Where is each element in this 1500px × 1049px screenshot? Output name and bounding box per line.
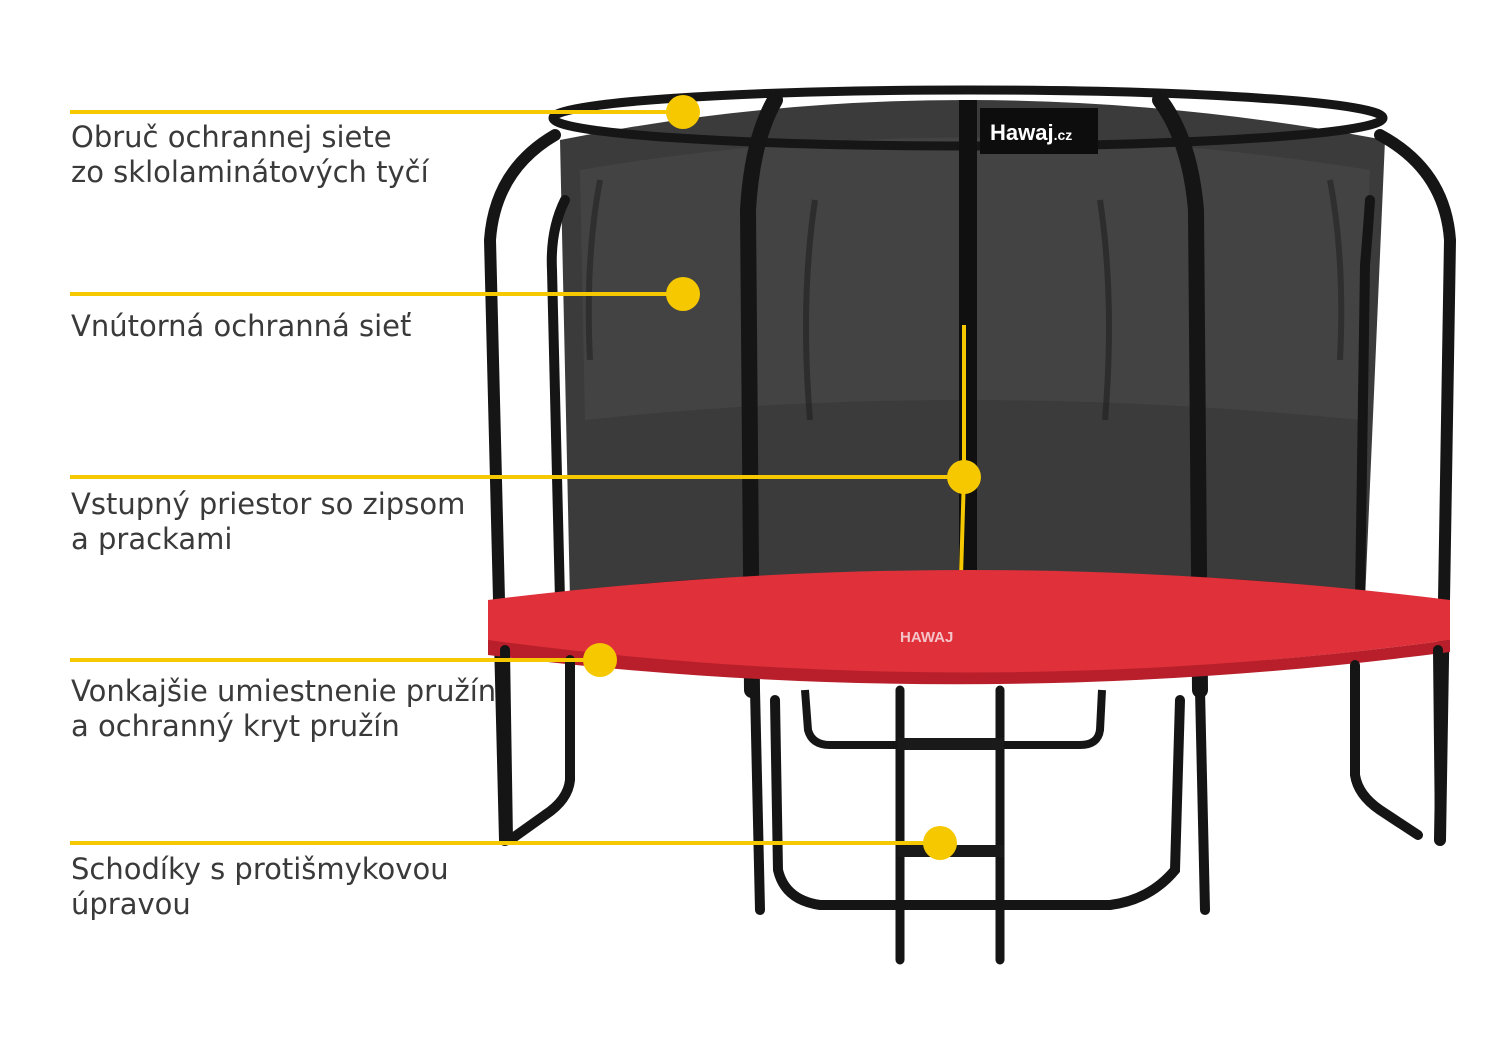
net-fold	[1097, 199, 1112, 421]
callout-dot-entrance	[947, 460, 981, 494]
callout-label-line: Schodíky s protišmykovou	[71, 852, 449, 886]
callout-label-line: Obruč ochrannej siete	[71, 120, 392, 154]
callout-label-net-hoop: Obruč ochrannej siete zo sklolaminátovýc…	[71, 120, 511, 190]
callout-label-inner-net: Vnútorná ochranná sieť	[71, 309, 511, 344]
front-pole-1	[739, 92, 783, 698]
spring-pad-shade	[488, 640, 1450, 685]
outer-pole-left-2	[546, 195, 570, 605]
outer-pole-right-2	[1355, 195, 1375, 605]
callout-dot-springs	[583, 643, 617, 677]
outer-pole-right	[1374, 129, 1457, 846]
callout-label-line: a ochranný kryt pružín	[71, 709, 400, 743]
leg-right	[1350, 645, 1445, 845]
callout-label-springs: Vonkajšie umiestnenie pružín a ochranný …	[71, 674, 503, 744]
callout-label-line: Vonkajšie umiestnenie pružín	[71, 674, 497, 708]
callout-label-ladder: Schodíky s protišmykovou úpravou	[71, 852, 511, 922]
brand-logo: Hawaj.cz	[990, 120, 1072, 145]
trampoline-illustration: Hawaj.cz HAWAJ	[483, 85, 1457, 965]
net-fold	[1327, 179, 1345, 361]
spring-pad	[488, 570, 1450, 674]
callouts	[70, 95, 981, 860]
outer-pole-left	[483, 129, 561, 846]
leg-left	[500, 645, 575, 845]
callout-label-entrance: Vstupný priestor so zipsom a prackami	[71, 487, 511, 557]
base-bar-rear	[801, 689, 1106, 749]
callout-label-line: a prackami	[71, 522, 233, 556]
callout-label-line: Vstupný priestor so zipsom	[71, 487, 466, 521]
leg-center-left	[750, 685, 1185, 915]
leg-center-right	[1195, 685, 1210, 915]
callout-dot-inner-net	[666, 277, 700, 311]
front-pole-2	[1152, 92, 1208, 698]
net-fold	[803, 199, 818, 421]
callout-label-line: Vnútorná ochranná sieť	[71, 309, 412, 343]
callout-dot-net-hoop	[666, 95, 700, 129]
callout-label-line: zo sklolaminátových tyčí	[71, 155, 429, 189]
ladder	[895, 685, 1005, 965]
brand-tag	[980, 108, 1098, 154]
callout-dot-ladder	[923, 826, 957, 860]
net-fold	[585, 179, 603, 361]
pad-print: HAWAJ	[900, 629, 953, 646]
callout-label-line: úpravou	[71, 887, 191, 921]
